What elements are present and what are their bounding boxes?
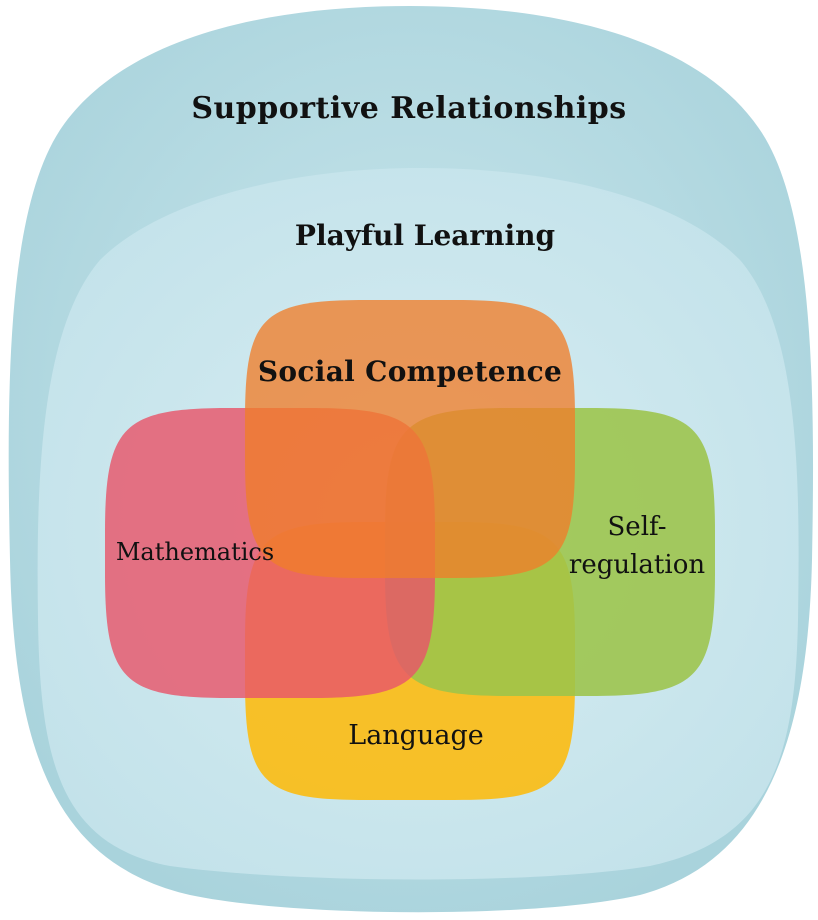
self-regulation-label-line1: Self- <box>607 512 667 542</box>
social-competence-label: Social Competence <box>257 355 563 388</box>
outer-ring-label: Supportive Relationships <box>191 91 627 126</box>
social-competence-blob <box>245 300 575 578</box>
self-regulation-label: Self- regulation <box>552 508 722 584</box>
self-regulation-label-line2: regulation <box>568 550 706 580</box>
mathematics-label: Mathematics <box>115 538 275 566</box>
inner-ring-label: Playful Learning <box>294 219 556 252</box>
language-label: Language <box>348 720 484 751</box>
